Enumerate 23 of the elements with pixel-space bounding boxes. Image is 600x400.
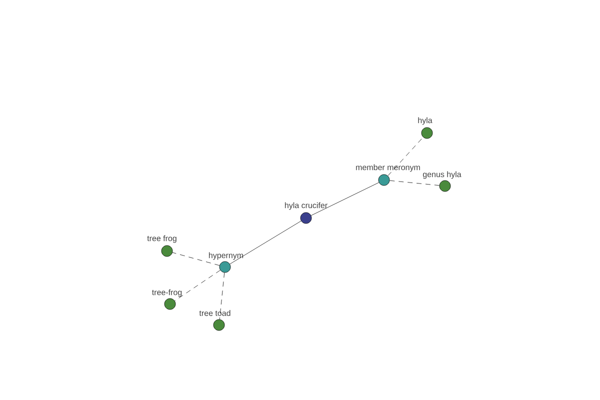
node-label: hyla [418, 117, 432, 125]
connector-line [174, 270, 220, 302]
graph-node [164, 298, 176, 310]
connector-line [389, 180, 440, 186]
node-label: tree toad [199, 310, 230, 316]
connector-line [388, 137, 424, 176]
graph-node [421, 127, 433, 139]
graph-node [219, 261, 231, 273]
connector-line [219, 272, 225, 320]
node-label: hyla crucifer [285, 202, 328, 210]
graph-node [161, 245, 173, 257]
graph-node [213, 319, 225, 331]
node-label: hypernym [209, 252, 244, 260]
connector-line [310, 182, 380, 216]
node-label: genus hyla [422, 171, 462, 179]
connector-line [230, 220, 302, 264]
node-label: member meronym [356, 164, 420, 172]
graph-node [300, 212, 312, 224]
connector-line [172, 252, 220, 266]
node-label: tree-frog [152, 289, 182, 297]
graph-node [378, 174, 390, 186]
node-label: tree frog [147, 235, 176, 243]
graph-node [439, 180, 451, 192]
